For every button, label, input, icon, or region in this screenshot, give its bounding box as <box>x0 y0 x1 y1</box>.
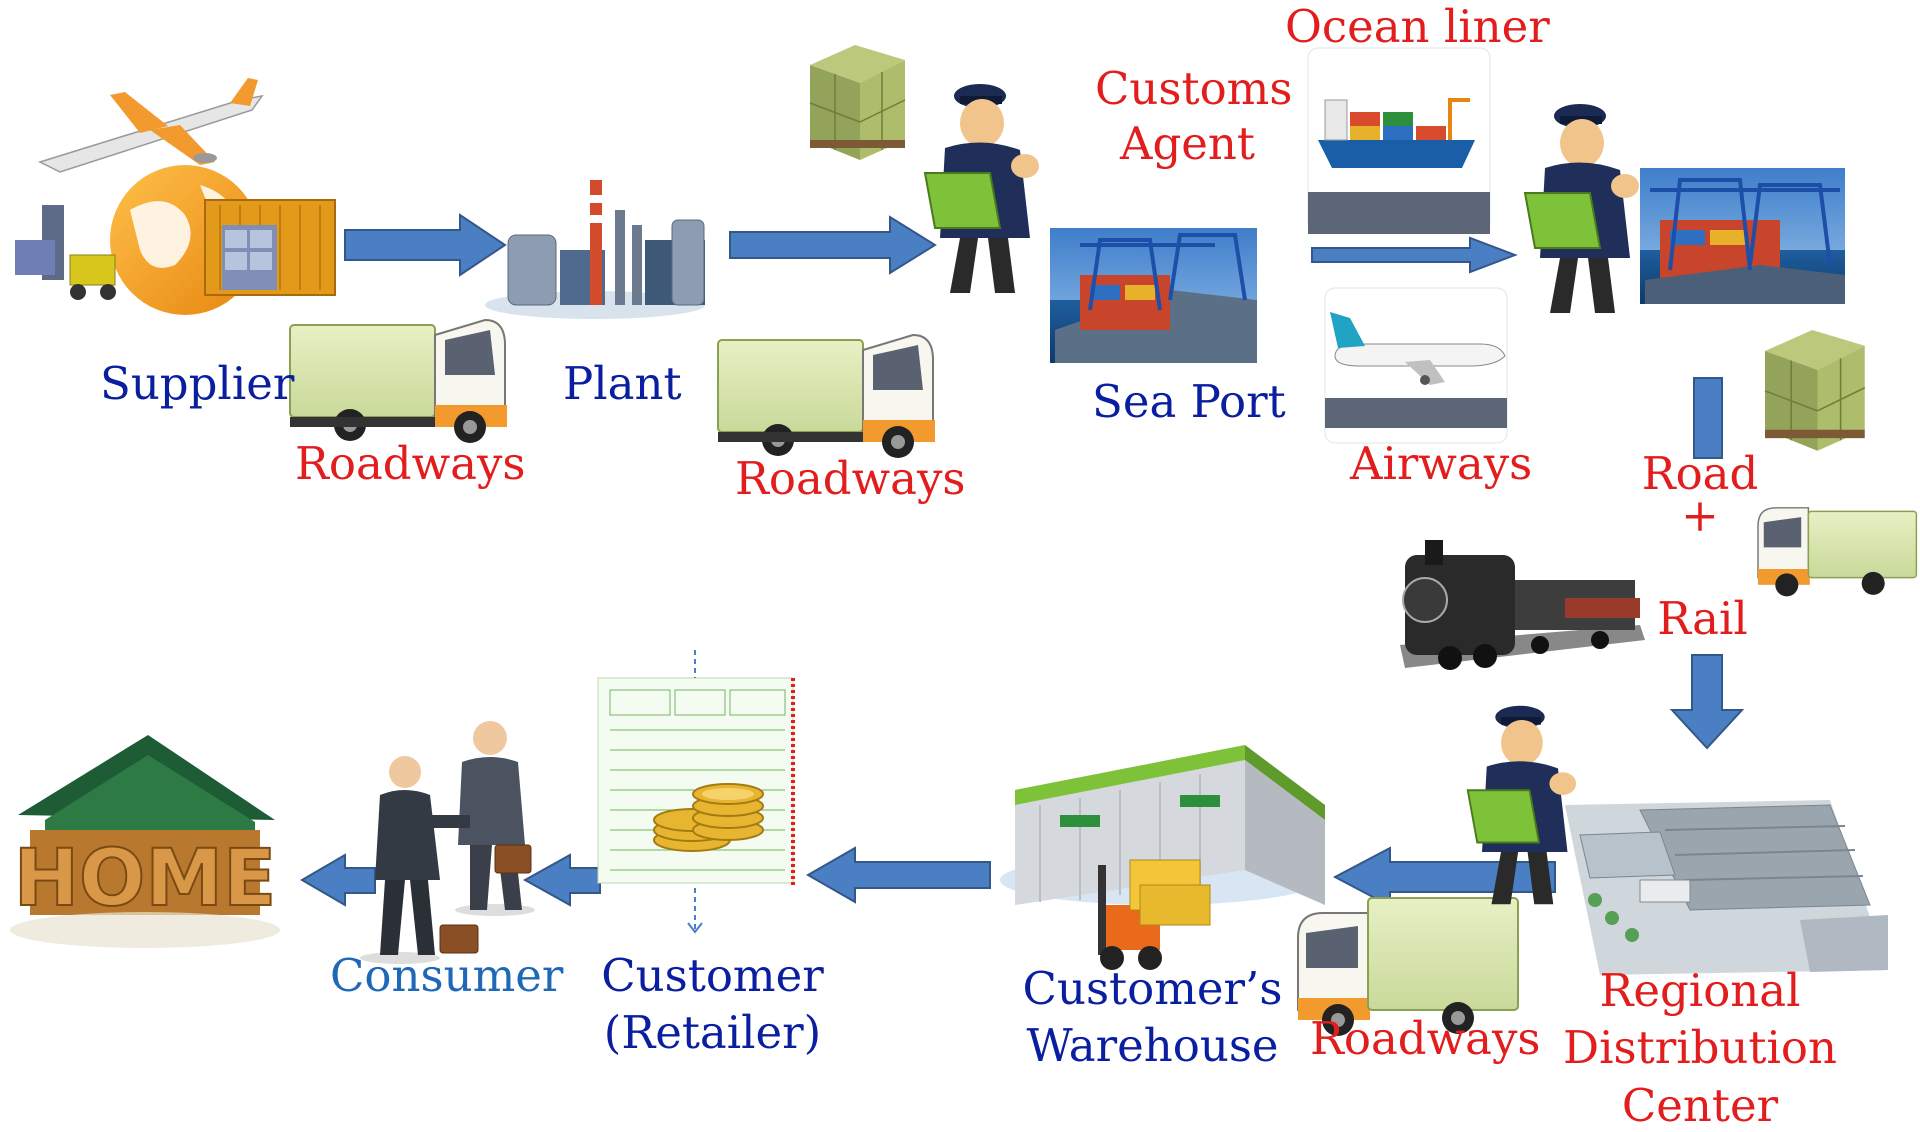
arrow-consumer-to-home <box>300 853 376 907</box>
delivery-truck-icon <box>289 318 507 443</box>
distribution-center-icon <box>1565 800 1888 975</box>
customs-officer-icon <box>923 84 1039 293</box>
label-customs-agent-line2: Agent <box>1120 117 1255 171</box>
label-road: Road <box>1641 447 1759 500</box>
delivery-truck-icon <box>1297 897 1519 1036</box>
factory-plant-icon <box>485 180 705 319</box>
label-regional-line1: Regional <box>1599 964 1801 1017</box>
cargo-boxes-icon <box>809 45 906 160</box>
handshake-businessmen-icon <box>360 721 535 964</box>
label-customs-agent-line1: Customs <box>1095 62 1293 115</box>
warehouse-icon <box>1000 745 1325 970</box>
label-supplier: Supplier <box>100 357 295 410</box>
label-plus: + <box>1681 489 1719 542</box>
forklift-icon <box>15 205 116 300</box>
delivery-truck-icon <box>717 333 935 458</box>
steam-train-icon <box>1400 540 1645 670</box>
delivery-truck-icon <box>1757 507 1918 597</box>
arrow-supplier-to-plant <box>344 213 507 277</box>
arrow-ocean-to-destination <box>1311 236 1518 274</box>
home-sign-text: HOME <box>14 834 277 924</box>
arrow-warehouse-to-retailer <box>805 846 991 904</box>
label-regional-line2: Distribution <box>1563 1021 1837 1075</box>
label-roadways-3: Roadways <box>1310 1012 1541 1065</box>
label-customs-agent: Customs Agent <box>1095 62 1293 171</box>
cargo-ship-icon <box>1307 47 1491 234</box>
label-customer-retailer-line2: (Retailer) <box>603 1006 822 1060</box>
label-regional-distribution-center: Regional Distribution Center <box>1560 967 1840 1129</box>
airplane-icon <box>37 78 264 173</box>
label-rail: Rail <box>1657 592 1748 645</box>
label-ocean-liner: Ocean liner <box>1285 0 1550 53</box>
label-plant: Plant <box>563 357 682 410</box>
label-airways: Airways <box>1350 437 1533 490</box>
customs-officer-icon <box>1523 104 1639 313</box>
arrow-down-to-road-rail <box>1693 377 1723 459</box>
passenger-airplane-icon <box>1324 287 1508 444</box>
flow-arrows <box>300 213 1745 908</box>
label-customer-retailer: Customer (Retailer) <box>600 952 825 1057</box>
label-customer-retailer-line1: Customer <box>601 949 824 1002</box>
arrow-plant-to-customs <box>729 215 937 275</box>
port-cranes-icon <box>1050 228 1257 363</box>
customs-officer-icon <box>1466 705 1577 905</box>
home-icon: HOME <box>10 735 280 948</box>
label-sea-port: Sea Port <box>1092 375 1286 428</box>
label-customers-warehouse: Customer’s Warehouse <box>1020 965 1285 1070</box>
label-customers-warehouse-line2: Warehouse <box>1026 1019 1279 1073</box>
cargo-boxes-icon <box>1764 330 1866 451</box>
port-cranes-icon <box>1640 168 1845 304</box>
label-customers-warehouse-line1: Customer’s <box>1022 962 1283 1015</box>
label-roadways-2: Roadways <box>735 452 966 505</box>
label-consumer: Consumer <box>330 949 564 1002</box>
gold-coins-icon <box>653 783 764 852</box>
label-roadways-1: Roadways <box>295 437 526 490</box>
arrow-retailer-to-consumer <box>522 853 601 907</box>
shipping-container-icon <box>204 199 336 296</box>
label-regional-line3: Center <box>1621 1078 1779 1132</box>
arrow-down-to-distribution <box>1669 654 1745 750</box>
